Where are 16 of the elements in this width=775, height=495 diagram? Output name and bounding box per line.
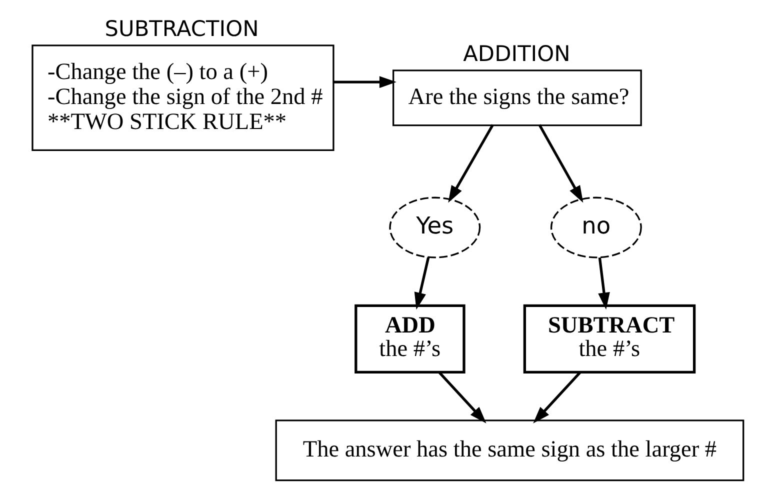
node-box: The answer has the same sign as the larger # <box>275 420 744 482</box>
node-box: SUBTRACT the #’s <box>523 304 696 374</box>
node-ellipse: no <box>550 196 642 258</box>
arrow <box>438 372 486 424</box>
node-box: Are the signs the same? <box>392 70 642 126</box>
node-box: ADD the #’s <box>354 304 466 374</box>
node-box: -Change the (–) to a (+) -Change the sign of the 2nd # **TWO STICK RULE** <box>32 44 334 152</box>
arrow <box>448 124 494 203</box>
node-label: ADDITION <box>463 42 570 68</box>
node-label: SUBTRACTION <box>104 17 259 42</box>
arrow <box>414 257 430 310</box>
arrow <box>538 124 584 203</box>
arrow <box>533 372 582 424</box>
arrow <box>598 257 610 310</box>
node-ellipse: Yes <box>389 196 481 258</box>
arrow <box>332 76 396 88</box>
